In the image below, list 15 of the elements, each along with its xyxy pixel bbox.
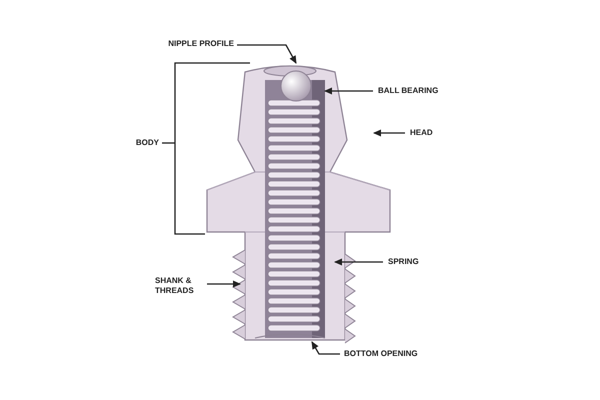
part-label: BOTTOM OPENING [344, 349, 418, 359]
leader-arrow [207, 280, 241, 288]
part-label: SHANK & THREADS [155, 276, 205, 296]
bracket [174, 62, 251, 236]
part-label: SPRING [388, 257, 419, 267]
leader-arrow [334, 258, 383, 266]
leader-line [162, 142, 175, 144]
leader-arrow [311, 341, 340, 355]
leader-arrow [237, 44, 297, 64]
part-label: BALL BEARING [378, 86, 438, 96]
leader-arrow [324, 88, 373, 94]
part-label: BODY [136, 138, 159, 148]
part-label: HEAD [410, 128, 433, 138]
leader-arrow [373, 130, 405, 136]
part-label: NIPPLE PROFILE [168, 39, 234, 49]
